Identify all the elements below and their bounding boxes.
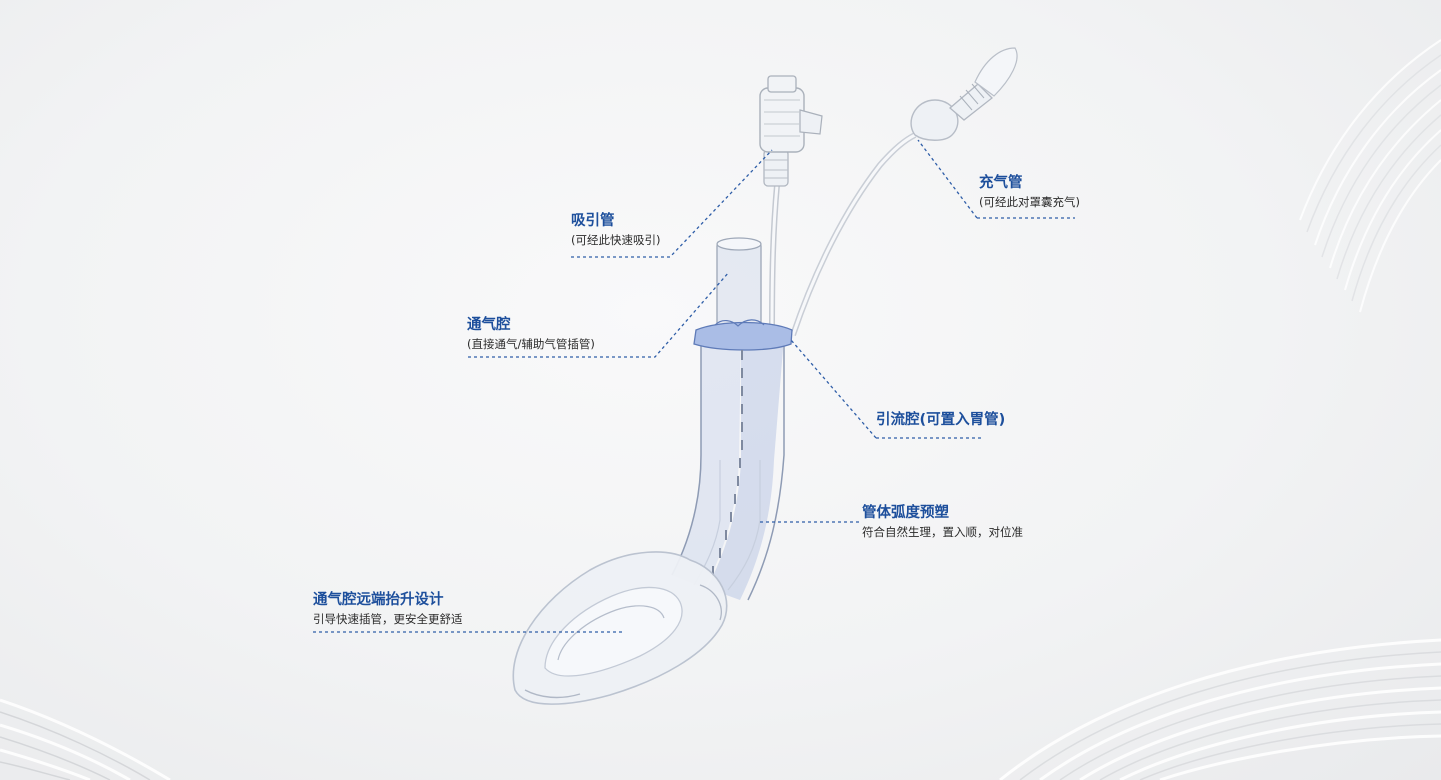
callout-desc: 符合自然生理，置入顺，对位准 [862, 525, 1023, 539]
mask-cuff [512, 551, 728, 705]
callout-inflation-tube: 充气管 (可经此对罩囊充气) [979, 174, 1080, 210]
callout-desc: (直接通气/辅助气管插管) [467, 337, 595, 351]
callout-title: 通气腔 [467, 317, 511, 333]
leader-lines [313, 139, 1075, 633]
callout-desc: (可经此快速吸引) [571, 233, 661, 247]
callout-desc: (可经此对罩囊充气) [979, 195, 1080, 209]
callout-desc: 引导快速插管，更安全更舒适 [313, 612, 463, 626]
callout-suction-tube: 吸引管 (可经此快速吸引) [571, 212, 660, 248]
callout-distal-lift: 通气腔远端抬升设计 引导快速插管，更安全更舒适 [313, 591, 463, 627]
callout-title: 吸引管 [571, 213, 615, 229]
callout-title: 管体弧度预塑 [862, 505, 949, 521]
callout-tube-curve: 管体弧度预塑 符合自然生理，置入顺，对位准 [862, 504, 1023, 540]
suction-tube [759, 75, 823, 336]
callout-title: 引流腔(可置入胃管) [876, 412, 1006, 428]
callout-airway-lumen: 通气腔 (直接通气/辅助气管插管) [467, 316, 595, 352]
inflation-tube [790, 47, 1018, 336]
callout-title: 通气腔远端抬升设计 [313, 592, 444, 608]
airway-tube [671, 237, 793, 601]
callout-drain-lumen: 引流腔(可置入胃管) [876, 411, 1005, 430]
callout-title: 充气管 [979, 175, 1023, 191]
